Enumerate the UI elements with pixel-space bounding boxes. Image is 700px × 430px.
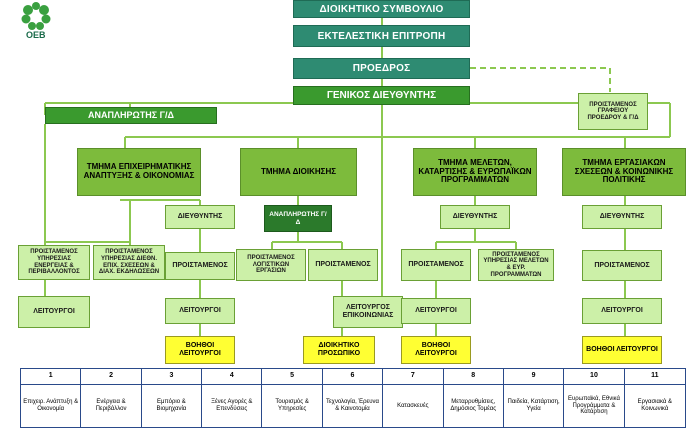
- table-label: Ξένες Αγορές & Επενδύσεις: [202, 385, 263, 427]
- table-label: Εργασιακά & Κοινωνικά: [637, 399, 673, 412]
- head-accounts-box: ΠΡΟΙΣΤΑΜΕΝΟΣ ΛΟΓΙΣΤΙΚΩΝ ΕΡΓΑΣΙΩΝ: [236, 249, 306, 281]
- table-label: Τουρισμός & Υπηρεσίες: [262, 385, 323, 427]
- studies-officers-box: ΛΕΙΤΟΥΡΓΟΙ: [401, 298, 471, 324]
- business-director-box: ΔΙΕΥΘΥΝΤΗΣ: [165, 205, 235, 229]
- table-number: 7: [383, 369, 444, 385]
- labour-head-box: ΠΡΟΙΣΤΑΜΕΝΟΣ: [582, 250, 662, 281]
- executive-committee-box: ΕΚΤΕΛΕΣΤΙΚΗ ΕΠΙΤΡΟΠΗ: [293, 25, 470, 47]
- head-eu-programs-box: ΠΡΟΙΣΤΑΜΕΝΟΣ ΥΠΗΡΕΣΙΑΣ ΜΕΛΕΤΩΝ & ΕΥΡ. ΠΡ…: [478, 249, 554, 281]
- table-number: 5: [262, 369, 323, 385]
- studies-director-box: ΔΙΕΥΘΥΝΤΗΣ: [440, 205, 510, 229]
- comms-officer-box: ΛΕΙΤΟΥΡΓΟΣ ΕΠΙΚΟΙΝΩΝΙΑΣ: [333, 296, 403, 328]
- table-label: Ενέργεια & Περιβάλλον: [81, 385, 142, 427]
- business-officers-box: ΛΕΙΤΟΥΡΓΟΙ: [165, 298, 235, 324]
- logo-text: ΟΕΒ: [26, 30, 46, 40]
- labour-director-box: ΔΙΕΥΘΥΝΤΗΣ: [582, 205, 662, 229]
- labour-department-box: ΤΜΗΜΑ ΕΡΓΑΣΙΑΚΩΝ ΣΧΕΣΕΩΝ & ΚΟΙΝΩΝΙΚΗΣ ΠΟ…: [562, 148, 686, 196]
- table-number: 2: [81, 369, 142, 385]
- studies-department-box: ΤΜΗΜΑ ΜΕΛΕΤΩΝ, ΚΑΤΑΡΤΙΣΗΣ & ΕΥΡΩΠΑΪΚΩΝ Π…: [413, 148, 537, 196]
- admin-department-box: ΤΜΗΜΑ ΔΙΟΙΚΗΣΗΣ: [240, 148, 357, 196]
- admin-staff-box: ΔΙΟΙΚΗΤΙΚΟ ΠΡΟΣΩΠΙΚΟ: [303, 336, 375, 364]
- table-label: Κατασκευές: [383, 385, 444, 427]
- table-label: Εμπόριο & Βιομηχανία: [142, 385, 203, 427]
- committees-table: 1 2 3 4 5 6 7 8 9 10 11 Επιχειρ. Ανάπτυξ…: [20, 368, 686, 428]
- business-head-box: ΠΡΟΙΣΤΑΜΕΝΟΣ: [165, 252, 235, 280]
- table-label: Τεχνολογία, Έρευνα & Καινοτομία: [323, 385, 384, 427]
- table-number: 11: [624, 369, 685, 385]
- table-number: 10: [564, 369, 625, 385]
- admin-deputy-gm-box: ΑΝΑΠΛΗΡΩΤΗΣ Γ/Δ: [264, 205, 332, 232]
- oeb-logo-icon: [21, 2, 51, 30]
- business-department-box: ΤΜΗΜΑ ΕΠΙΧΕΙΡΗΜΑΤΙΚΗΣ ΑΝΑΠΤΥΞΗΣ & ΟΙΚΟΝΟ…: [77, 148, 201, 196]
- table-number: 3: [141, 369, 203, 385]
- business-officers-left-box: ΛΕΙΤΟΥΡΓΟΙ: [18, 296, 90, 328]
- head-energy-box: ΠΡΟΙΣΤΑΜΕΝΟΣ ΥΠΗΡΕΣΙΑΣ ΕΝΕΡΓΕΙΑΣ & ΠΕΡΙΒ…: [18, 245, 90, 280]
- table-label: Μεταρρυθμίσεις, Δημόσιος Τομέας: [444, 385, 504, 427]
- labour-officers-box: ΛΕΙΤΟΥΡΓΟΙ: [582, 298, 662, 324]
- general-manager-box: ΓΕΝΙΚΟΣ ΔΙΕΥΘΥΝΤΗΣ: [293, 86, 470, 105]
- president-office-box: ΠΡΟΙΣΤΑΜΕΝΟΣ ΓΡΑΦΕΙΟΥ ΠΡΟΕΔΡΟΥ & Γ/Δ: [578, 93, 648, 130]
- labour-assistants-box: ΒΟΗΘΟΙ ΛΕΙΤΟΥΡΓΟΙ: [582, 336, 662, 364]
- table-number: 4: [202, 369, 263, 385]
- studies-assistants-box: ΒΟΗΘΟΙ ΛΕΙΤΟΥΡΓΟΙ: [401, 336, 471, 364]
- table-number: 8: [443, 369, 504, 385]
- president-box: ΠΡΟΕΔΡΟΣ: [293, 58, 470, 79]
- table-label: Επιχειρ. Ανάπτυξη & Οικονομία: [21, 385, 82, 427]
- table-number: 9: [503, 369, 565, 385]
- table-label: Ευρωπαϊκά, Εθνικά Προγράμματα & Κατάρτισ…: [564, 385, 625, 427]
- admin-head-box: ΠΡΟΙΣΤΑΜΕΝΟΣ: [308, 249, 378, 281]
- deputy-gm-box: ΑΝΑΠΛΗΡΩΤΗΣ Γ/Δ: [45, 107, 217, 124]
- table-number: 1: [21, 369, 82, 385]
- table-number: 6: [322, 369, 384, 385]
- head-intl-relations-box: ΠΡΟΙΣΤΑΜΕΝΟΣ ΥΠΗΡΕΣΙΑΣ ΔΙΕΘΝ. ΕΠΙΧ. ΣΧΕΣ…: [93, 245, 165, 280]
- board-box: ΔΙΟΙΚΗΤΙΚΟ ΣΥΜΒΟΥΛΙΟ: [293, 0, 470, 18]
- table-label: Παιδεία, Κατάρτιση, Υγεία: [504, 385, 565, 427]
- business-assistants-box: ΒΟΗΘΟΙ ΛΕΙΤΟΥΡΓΟΙ: [165, 336, 235, 364]
- studies-head-box: ΠΡΟΙΣΤΑΜΕΝΟΣ: [401, 249, 471, 281]
